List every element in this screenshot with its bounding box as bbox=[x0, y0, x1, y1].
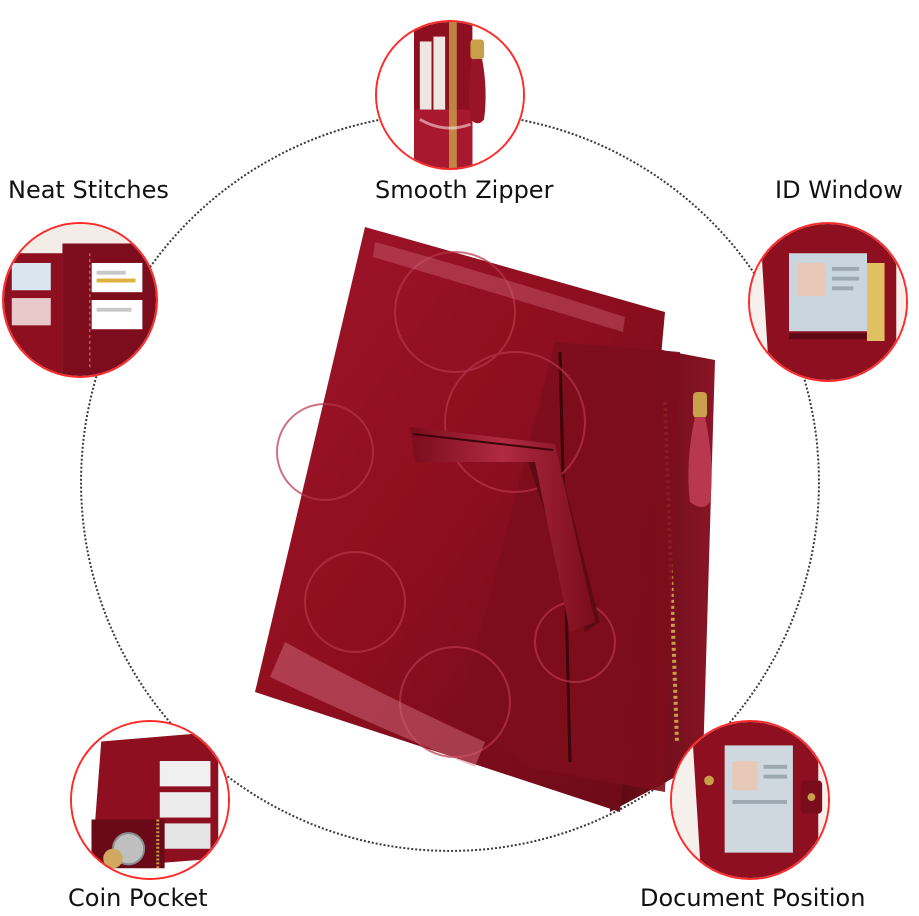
feature-label-document-position: Document Position bbox=[640, 884, 866, 912]
feature-label-neat-stitches: Neat Stitches bbox=[8, 176, 169, 204]
coin-pocket-detail-image bbox=[70, 720, 230, 880]
document-position-detail-image bbox=[670, 720, 830, 880]
document-position-detail-illustration bbox=[672, 722, 828, 878]
id-window-detail-illustration bbox=[750, 224, 906, 380]
wallet-illustration bbox=[255, 227, 715, 812]
coin-pocket-detail-illustration bbox=[72, 722, 228, 878]
id-window-detail-image bbox=[748, 222, 908, 382]
zipper-detail-illustration bbox=[377, 22, 523, 168]
feature-label-id-window: ID Window bbox=[775, 176, 903, 204]
feature-label-coin-pocket: Coin Pocket bbox=[68, 884, 208, 912]
stitches-detail-image bbox=[2, 222, 158, 378]
feature-label-smooth-zipper: Smooth Zipper bbox=[375, 176, 554, 204]
stitches-detail-illustration bbox=[4, 224, 156, 376]
main-wallet-image bbox=[225, 222, 715, 812]
zipper-detail-image bbox=[375, 20, 525, 170]
